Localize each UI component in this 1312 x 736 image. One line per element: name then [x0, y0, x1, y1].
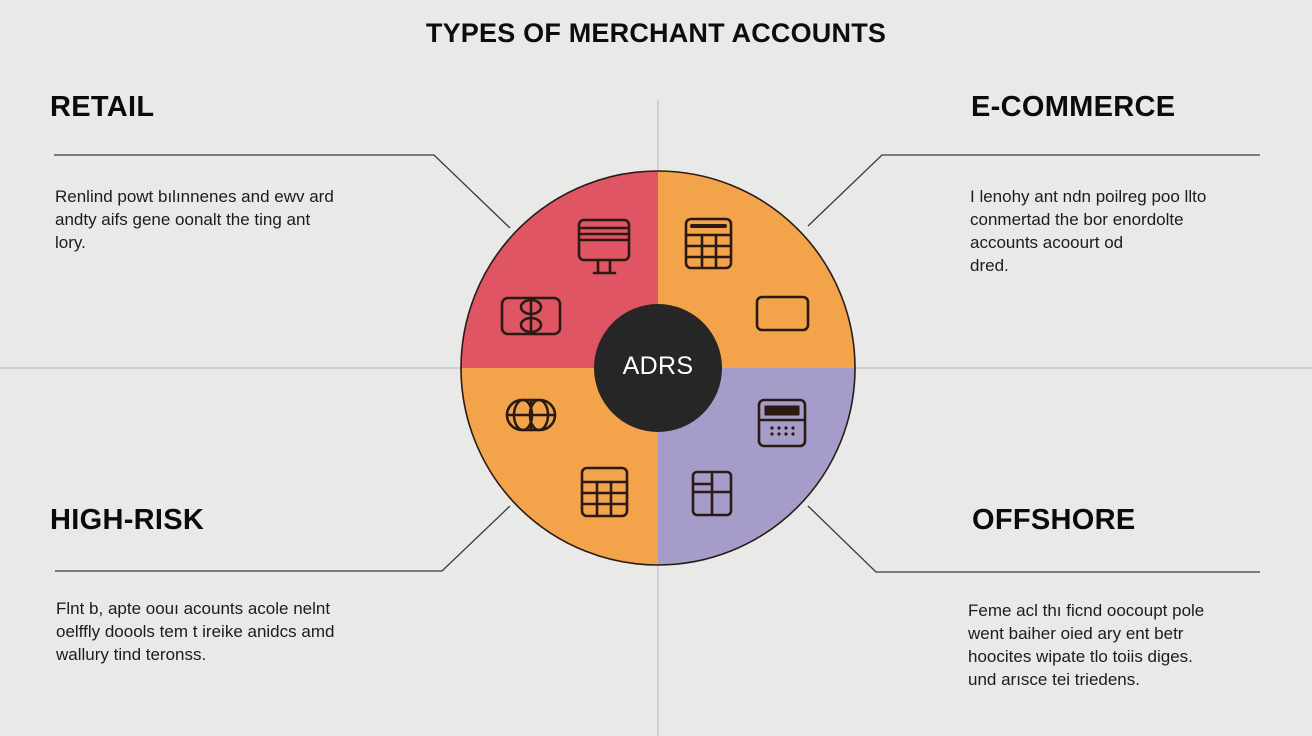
- high-risk-connector-line: [55, 505, 511, 572]
- offshore-heading: OFFSHORE: [972, 504, 1136, 536]
- connector-lines: [54, 154, 1260, 573]
- retail-heading: RETAIL: [50, 91, 155, 123]
- retail-description: Renlind powt bılınnenes and ewv ard andt…: [55, 185, 334, 254]
- offshore-description-line: went baiher oied ary ent betr: [968, 624, 1184, 643]
- ecommerce-heading: E-COMMERCE: [971, 91, 1176, 123]
- retail-description-line: andty aifs gene oonalt the ting ant: [55, 210, 311, 229]
- monitor-icon: [577, 218, 631, 275]
- card-outline-icon: [755, 295, 810, 332]
- retail-description-line: Renlind powt bılınnenes and ewv ard: [55, 187, 334, 206]
- high-risk-description-line: Flnt b, apte oouı acounts acole nelnt: [56, 599, 331, 618]
- ecommerce-description-line: I lenohy ant ndn poilreg poo llto: [970, 187, 1207, 206]
- retail-description-line: lory.: [55, 233, 86, 252]
- offshore-description-line: hoocites wipate tlo toiis diges.: [968, 647, 1193, 666]
- layout-grid-icon: [691, 470, 733, 517]
- page-title: TYPES OF MERCHANT ACCOUNTS: [425, 18, 887, 48]
- high-risk-description-line: wallury tind teronss.: [56, 645, 207, 664]
- high-risk-description: Flnt b, apte oouı acounts acole nelnt oe…: [56, 597, 334, 666]
- globe-icon: [505, 398, 557, 432]
- ecommerce-description-line: accounts acoourt od: [970, 233, 1124, 252]
- high-risk-description-line: oelffly doools tem t ireike anidcs amd: [56, 622, 335, 641]
- table-grid-icon: [580, 466, 629, 518]
- offshore-description-line: Feme acl thı ficnd oocoupt pole: [968, 601, 1205, 620]
- center-label: ADRS: [622, 352, 694, 380]
- offshore-connector-line: [807, 505, 1260, 573]
- ecommerce-description-line: conmertad the bor enordolte: [970, 210, 1184, 229]
- pos-terminal-icon: [757, 398, 807, 448]
- ecommerce-description: I lenohy ant ndn poilreg poo llto conmer…: [970, 185, 1206, 277]
- offshore-description: Feme acl thı ficnd oocoupt pole went bai…: [968, 599, 1204, 691]
- offshore-description-line: und arısce tei triedens.: [968, 670, 1140, 689]
- retail-connector-line: [54, 154, 511, 229]
- ecommerce-connector-line: [807, 154, 1260, 227]
- card-chip-icon: [500, 296, 562, 336]
- center-hub: [594, 304, 722, 432]
- ecommerce-description-line: dred.: [970, 256, 1009, 275]
- high-risk-heading: HIGH-RISK: [50, 504, 205, 536]
- calculator-icon: [684, 217, 733, 270]
